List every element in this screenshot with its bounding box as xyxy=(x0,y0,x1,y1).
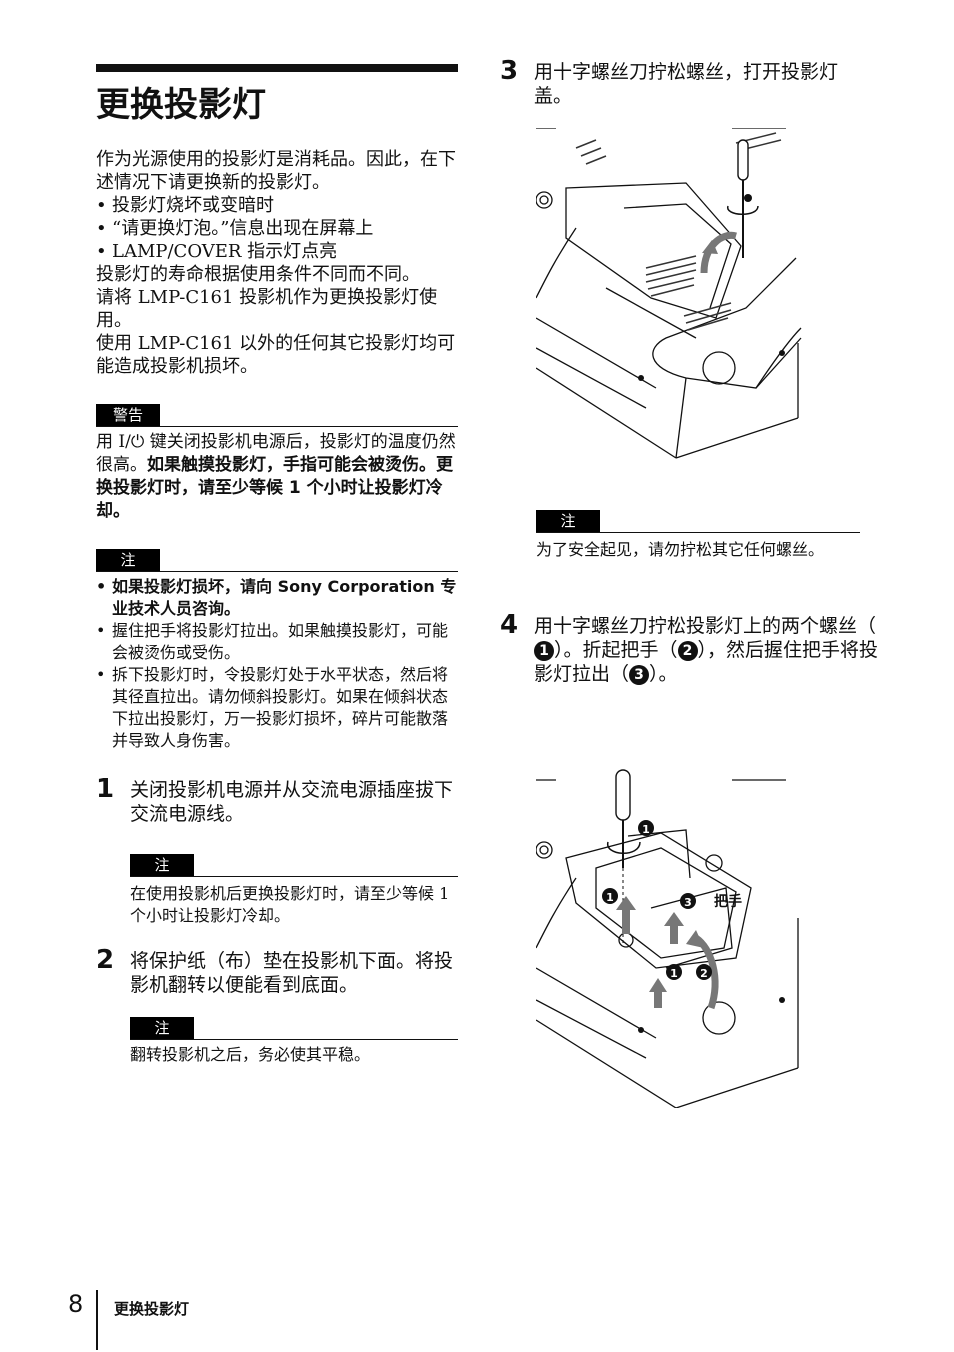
step-text: 关闭投影机电源并从交流电源插座拔下交流电源线。 xyxy=(130,779,454,825)
left-column: 更换投影灯 作为光源使用的投影灯是消耗品。因此，在下述情况下请更换新的投影灯。 … xyxy=(96,64,458,1066)
warning-label: 警告 xyxy=(96,404,160,426)
step-number: 4 xyxy=(500,610,519,640)
callout-3: 3 xyxy=(680,893,696,909)
step-1: 1 关闭投影机电源并从交流电源插座拔下交流电源线。 注 在使用投影机后更换投影灯… xyxy=(96,774,458,927)
callout-1-icon: 1 xyxy=(534,641,554,661)
step-4: 4 用十字螺丝刀拧松投影灯上的两个螺丝（ 1）。折起把手（2），然后握住把手将投影… xyxy=(500,610,894,686)
step-number: 2 xyxy=(96,945,115,975)
page-title: 更换投影灯 xyxy=(96,85,266,125)
warning-header: 警告 xyxy=(96,404,458,427)
svg-text:1: 1 xyxy=(670,967,678,980)
handle-label: 把手 xyxy=(714,893,742,910)
lamp-life-text: 投影灯的寿命根据使用条件不同而不同。 xyxy=(96,264,420,285)
svg-text:1: 1 xyxy=(642,823,650,836)
step-note: 在使用投影机后更换投影灯时，请至少等候 1 个小时让投影灯冷却。 xyxy=(130,884,450,925)
bullet-item: 投影灯烧坏或变暗时 xyxy=(96,194,458,217)
footer-section-title: 更换投影灯 xyxy=(114,1300,190,1318)
step-number: 1 xyxy=(96,774,115,804)
callout-1-top: 1 xyxy=(638,820,654,836)
step-text-part: ）。折起把手（ xyxy=(554,639,678,661)
step-2: 2 将保护纸（布）垫在投影机下面。将投影机翻转以便能看到底面。 注 翻转投影机之… xyxy=(96,945,458,1066)
callout-3-icon: 3 xyxy=(629,665,650,685)
note-header: 注 xyxy=(96,549,458,572)
note-header: 注 xyxy=(130,1017,458,1040)
svg-text:3: 3 xyxy=(684,896,692,909)
callout-1-lower: 1 xyxy=(666,964,682,980)
svg-text:2: 2 xyxy=(700,967,708,980)
step-number: 3 xyxy=(500,56,519,86)
step-note: 翻转投影机之后，务必使其平稳。 xyxy=(130,1045,371,1064)
svg-text:1: 1 xyxy=(606,891,614,904)
note-label: 注 xyxy=(96,549,160,571)
lamp-model-text: 请将 LMP-C161 投影机作为更换投影灯使用。 xyxy=(96,287,438,331)
callout-2: 2 xyxy=(696,964,712,980)
note-header: 注 xyxy=(130,854,458,877)
intro-text: 作为光源使用的投影灯是消耗品。因此，在下述情况下请更换新的投影灯。 xyxy=(96,149,456,193)
step-note: 为了安全起见，请勿拧松其它任何螺丝。 xyxy=(536,540,825,559)
note-item-bold: 如果投影灯损坏，请向 Sony Corporation 专业技术人员咨询。 xyxy=(96,576,458,620)
note-label: 注 xyxy=(130,854,194,876)
note-label: 注 xyxy=(130,1017,194,1039)
page-number: 8 xyxy=(68,1290,84,1318)
step-3: 3 用十字螺丝刀拧松螺丝，打开投影灯盖。 xyxy=(500,56,860,108)
lamp-cover-illustration xyxy=(536,128,802,459)
note-item: 拆下投影灯时，令投影灯处于水平状态，然后将其径直拉出。请勿倾斜投影灯。如果在倾斜… xyxy=(96,664,458,752)
note-header: 注 xyxy=(536,510,860,533)
right-column: 3 用十字螺丝刀拧松螺丝，打开投影灯盖。 xyxy=(500,56,878,1108)
note-item: 握住把手将投影灯拉出。如果触摸投影灯，可能会被烫伤或受伤。 xyxy=(96,620,458,664)
step3-note: 注 为了安全起见，请勿拧松其它任何螺丝。 xyxy=(536,510,860,561)
footer-rule xyxy=(96,1290,98,1350)
warning-text-plain: 用 I/⏻ 键关闭投影机电源后，投影灯的温度仍然很高。 xyxy=(96,432,456,475)
step-text-part: 用十字螺丝刀拧松投影灯上的两个螺丝（ xyxy=(534,615,877,637)
bullet-item: LAMP/COVER 指示灯点亮 xyxy=(96,240,458,263)
step-text: 用十字螺丝刀拧松投影灯上的两个螺丝（ 1）。折起把手（2），然后握住把手将投影灯拉… xyxy=(534,614,894,686)
title-rule xyxy=(96,64,458,72)
warning-text-bold: 如果触摸投影灯，手指可能会被烫伤。更换投影灯时，请至少等候 1 个小时让投影灯冷… xyxy=(96,455,453,521)
lamp-warning-text: 使用 LMP-C161 以外的任何其它投影灯均可能造成投影机损坏。 xyxy=(96,333,456,377)
bullet-item: “请更换灯泡。”信息出现在屏幕上 xyxy=(96,217,458,240)
lamp-removal-illustration: 1 1 3 把手 1 2 xyxy=(536,769,799,1108)
step-text-part: ）。 xyxy=(649,663,678,685)
note-label: 注 xyxy=(536,510,600,532)
warning-text: 用 I/⏻ 键关闭投影机电源后，投影灯的温度仍然很高。如果触摸投影灯，手指可能会… xyxy=(96,431,458,523)
callout-2-icon: 2 xyxy=(677,641,698,661)
callout-1-left: 1 xyxy=(602,888,618,904)
step-text: 用十字螺丝刀拧松螺丝，打开投影灯盖。 xyxy=(534,61,839,107)
step-text-part: ），然后握住把手将投影灯拉出（ xyxy=(534,639,879,685)
step-text: 将保护纸（布）垫在投影机下面。将投影机翻转以便能看到底面。 xyxy=(130,950,454,996)
